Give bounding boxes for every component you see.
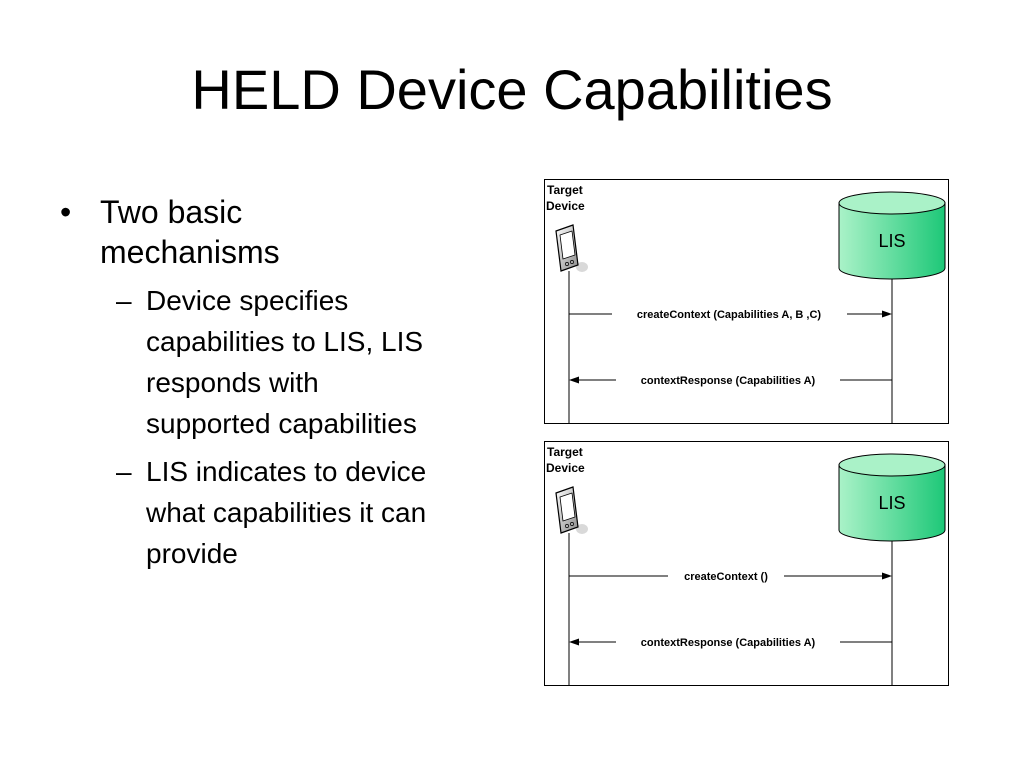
sub-bullet-text-line: Device specifies [146,285,349,316]
pda-device-icon [555,486,588,534]
bullet-list: • Two basic mechanisms – Device specifie… [60,192,500,581]
device-label-line: Device [546,461,585,475]
sub-bullet-device-specifies: – Device specifies capabilities to LIS, … [60,280,500,444]
lis-label: LIS [878,493,905,513]
sub-bullet-lis-indicates: – LIS indicates to device what capabilit… [60,451,500,574]
sub-bullet-text-line: LIS indicates to device [146,456,427,487]
database-cylinder-icon [838,453,946,542]
sub-bullet-marker: – [116,285,132,316]
pda-device-icon [555,224,588,272]
page-title: HELD Device Capabilities [191,58,833,121]
bullet-two-basic-mechanisms: • Two basic mechanisms [60,192,500,272]
arrow-head-right-icon [882,310,892,318]
sequence-diagram-2: Target Device LIS createContext () conte… [544,441,949,686]
sequence-diagram-1: Target Device LIS createContext (Capabil… [544,179,949,424]
request-message-label: createContext (Capabilities A, B ,C) [637,309,822,321]
device-label-line: Target [547,183,583,197]
database-cylinder-icon [838,191,946,280]
arrow-head-left-icon [569,638,579,646]
arrow-head-right-icon [882,572,892,580]
lis-label: LIS [878,231,905,251]
response-message-label: contextResponse (Capabilities A) [641,375,816,387]
sub-bullet-text-line: supported capabilities [146,408,417,439]
device-label-line: Target [547,445,583,459]
request-message-label: createContext () [684,571,768,583]
device-label-line: Device [546,199,585,213]
sub-bullet-text-line: what capabilities it can [146,497,427,528]
bullet-text-line: mechanisms [100,234,280,270]
bullet-text-line: Two basic [100,194,243,230]
sub-bullet-text-line: capabilities to LIS, LIS [146,326,424,357]
sub-bullet-text-line: provide [146,538,238,569]
arrow-head-left-icon [569,376,579,384]
response-message-label: contextResponse (Capabilities A) [641,637,816,649]
sub-bullet-marker: – [116,456,132,487]
bullet-marker: • [60,194,72,230]
sub-bullet-text-line: responds with [146,367,319,398]
